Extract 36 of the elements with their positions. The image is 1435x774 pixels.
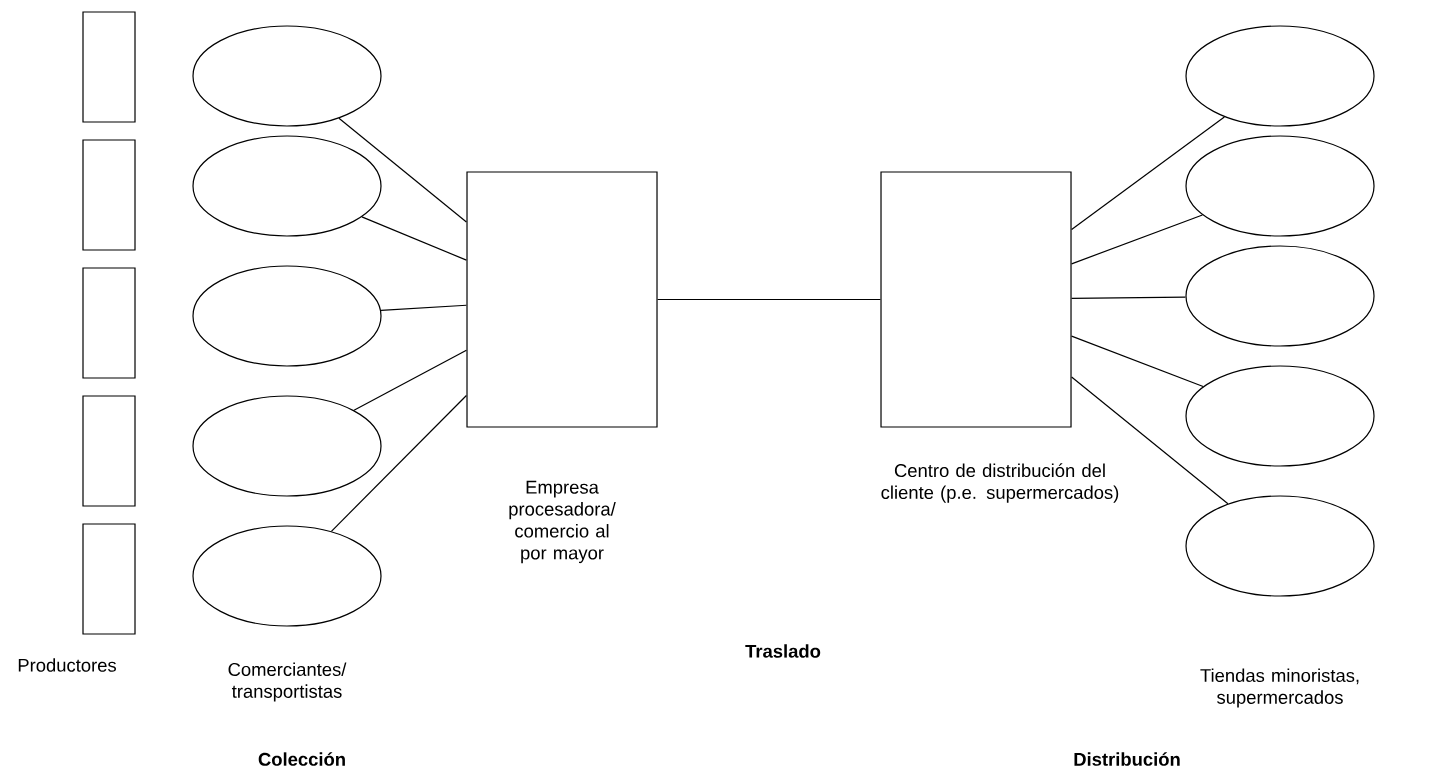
ellipse-node	[192, 395, 382, 497]
ellipse-node	[192, 135, 382, 237]
label: Tiendas minoristas, supermercados	[1200, 668, 1359, 708]
ellipse-node	[192, 25, 382, 127]
connector-line	[361, 216, 467, 261]
label: Comerciantes/ transportistas	[228, 662, 347, 702]
ellipse-node	[192, 525, 382, 627]
connector-line	[1071, 335, 1204, 388]
ellipse-node	[1185, 135, 1375, 237]
box	[466, 171, 658, 428]
section-heading: Distribución	[1074, 752, 1180, 766]
connector-line	[1071, 116, 1225, 231]
section-heading: Colección	[258, 752, 345, 766]
connector-line	[1071, 214, 1204, 265]
connector-line	[330, 394, 467, 532]
connector-line	[657, 298, 881, 301]
connector-line	[338, 117, 467, 223]
connector-line	[1071, 296, 1187, 299]
box	[82, 395, 136, 507]
box	[82, 267, 136, 379]
label: Productores	[18, 658, 116, 672]
ellipse-node	[1185, 245, 1375, 347]
connector-line	[353, 349, 467, 411]
box	[82, 11, 136, 123]
ellipse-node	[1185, 25, 1375, 127]
ellipse-node	[1185, 365, 1375, 467]
box	[82, 523, 136, 635]
ellipse-node	[1185, 495, 1375, 597]
connector-line	[1071, 376, 1229, 505]
section-heading: Traslado	[745, 644, 821, 658]
box	[880, 171, 1072, 428]
connector-line	[380, 304, 467, 311]
ellipse-node	[192, 265, 382, 367]
box	[82, 139, 136, 251]
node-caption: Centro de distribución del cliente (p.e. supermercados)	[881, 463, 1119, 503]
node-caption: Empresa procesadora/ comercio al por mayor	[509, 480, 616, 564]
